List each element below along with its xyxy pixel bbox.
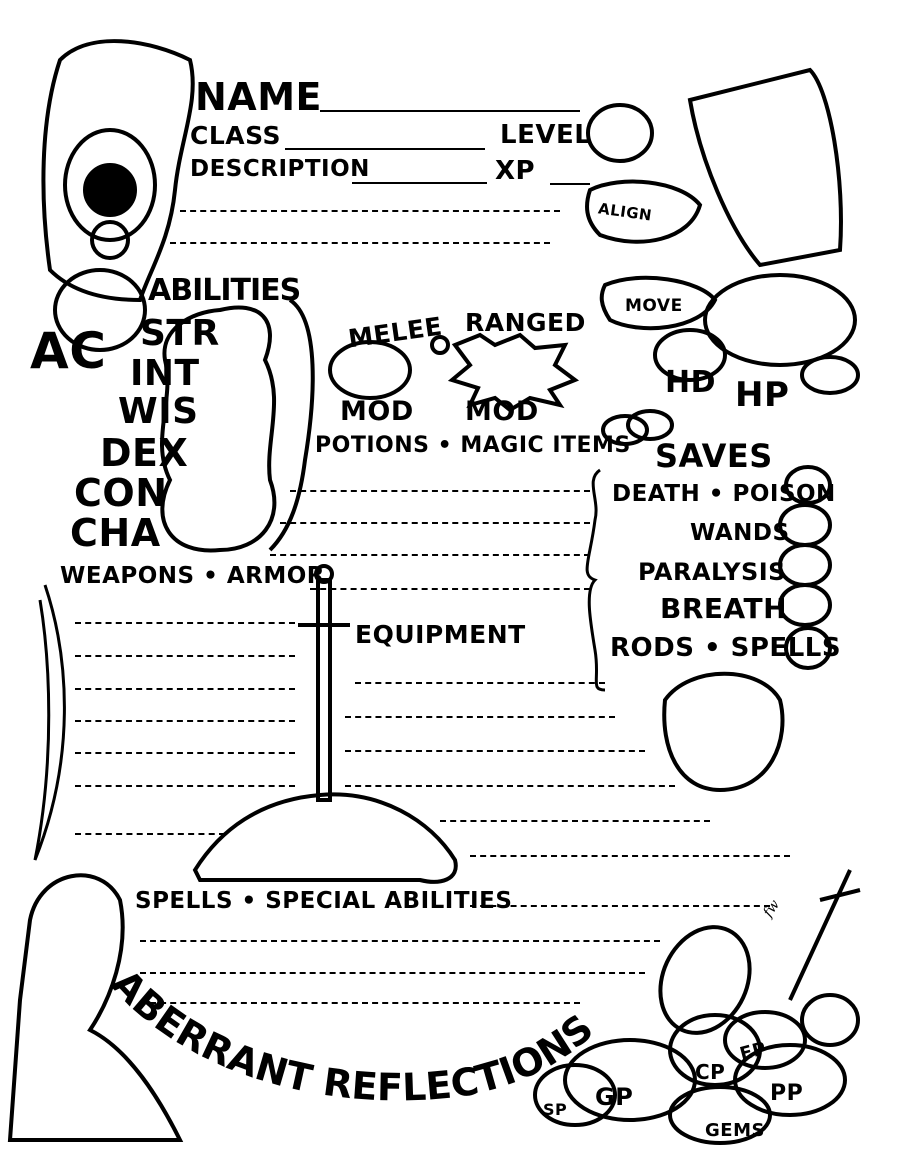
align-box xyxy=(585,179,703,244)
coin-sp: SP xyxy=(543,1100,568,1119)
hd-label: HD xyxy=(665,365,717,400)
spells-line[interactable] xyxy=(150,1002,580,1004)
save-rods-spells: RODS • SPELLS xyxy=(610,633,842,663)
ability-con: CON xyxy=(74,471,168,515)
saves-title: SAVES xyxy=(655,437,773,475)
class-label: CLASS xyxy=(190,121,282,150)
equipment-label: EQUIPMENT xyxy=(355,620,526,649)
spells-line[interactable] xyxy=(140,940,660,942)
bald-man xyxy=(7,873,184,1142)
potions-label: POTIONS • MAGIC ITEMS xyxy=(315,433,631,458)
move-box xyxy=(599,275,718,331)
description-line[interactable] xyxy=(170,242,550,244)
gems-label: GEMS xyxy=(705,1120,765,1141)
name-label: NAME xyxy=(195,75,322,119)
save-breath: BREATH xyxy=(660,592,788,625)
save-wands: WANDS xyxy=(690,520,790,546)
ability-int: INT xyxy=(130,353,200,394)
abilities-title: ABILITIES xyxy=(148,273,301,308)
class-field[interactable] xyxy=(285,148,485,150)
move-label: MOVE xyxy=(625,296,683,316)
equipment-line[interactable] xyxy=(345,716,615,718)
level-label: LEVEL xyxy=(500,120,592,150)
equipment-line[interactable] xyxy=(470,855,790,857)
hp-bubble xyxy=(703,273,857,367)
spells-label: SPELLS • SPECIAL ABILITIES xyxy=(135,888,513,914)
coins xyxy=(533,993,860,1145)
save-death-poison: DEATH • POISON xyxy=(612,481,836,507)
ability-cha: CHA xyxy=(70,511,161,555)
ranged-mod-label: MOD xyxy=(465,396,539,427)
hand-mirror xyxy=(658,925,752,1035)
description-label: DESCRIPTION xyxy=(190,156,370,182)
scimitar-icon xyxy=(33,584,66,861)
ability-wis: WIS xyxy=(118,391,199,432)
banner-title: ABERRANT REFLECTIONS xyxy=(103,961,601,1109)
potions-line[interactable] xyxy=(310,588,590,590)
ac-bubble xyxy=(53,268,147,352)
potions-line[interactable] xyxy=(280,522,590,524)
portrait-frame xyxy=(687,67,843,268)
melee-mod-label: MOD xyxy=(340,396,414,427)
artist-signature: fw xyxy=(760,897,784,921)
saves-bubbles xyxy=(778,465,832,670)
weapons-line[interactable] xyxy=(75,688,295,690)
treasure-pile xyxy=(192,792,458,884)
ranged-label: RANGED xyxy=(465,308,586,337)
weapons-line[interactable] xyxy=(75,622,295,624)
hp-label: HP xyxy=(735,375,790,415)
save-paralysis: PARALYSIS xyxy=(638,558,786,586)
potions-line[interactable] xyxy=(290,490,590,492)
saves-brace xyxy=(585,468,606,692)
coin-pp: PP xyxy=(770,1081,804,1106)
coin-gp: GP xyxy=(595,1083,634,1111)
equipment-line[interactable] xyxy=(355,682,605,684)
spells-line[interactable] xyxy=(470,905,770,907)
spells-line[interactable] xyxy=(140,972,645,974)
description-line[interactable] xyxy=(180,210,560,212)
equipment-line[interactable] xyxy=(345,785,675,787)
ability-str: STR xyxy=(140,313,220,354)
melee-bubble xyxy=(328,340,412,400)
potions-line[interactable] xyxy=(270,554,590,556)
sword-icon xyxy=(298,578,350,802)
eyeball-icon xyxy=(63,128,157,242)
slime-frame-left xyxy=(41,39,195,303)
equipment-line[interactable] xyxy=(345,750,645,752)
abilities-score-column xyxy=(160,305,277,553)
xp-field[interactable] xyxy=(550,183,590,185)
hd-bubble xyxy=(653,328,727,382)
weapons-armor-label: WEAPONS • ARMOR xyxy=(60,563,325,589)
ac-label: AC xyxy=(30,322,107,380)
name-field[interactable] xyxy=(320,110,580,112)
weapons-line[interactable] xyxy=(75,833,225,835)
equipment-line[interactable] xyxy=(440,820,710,822)
zombie-head xyxy=(662,671,785,793)
description-field[interactable] xyxy=(352,182,487,184)
weapons-line[interactable] xyxy=(75,720,295,722)
level-bubble xyxy=(586,103,654,163)
ranged-burst xyxy=(447,332,580,413)
weapons-line[interactable] xyxy=(75,655,295,657)
xp-label: XP xyxy=(495,156,536,186)
weapons-line[interactable] xyxy=(75,752,295,754)
coin-cp: CP xyxy=(695,1060,726,1084)
weapons-line[interactable] xyxy=(75,785,295,787)
ability-dex: DEX xyxy=(100,431,189,475)
